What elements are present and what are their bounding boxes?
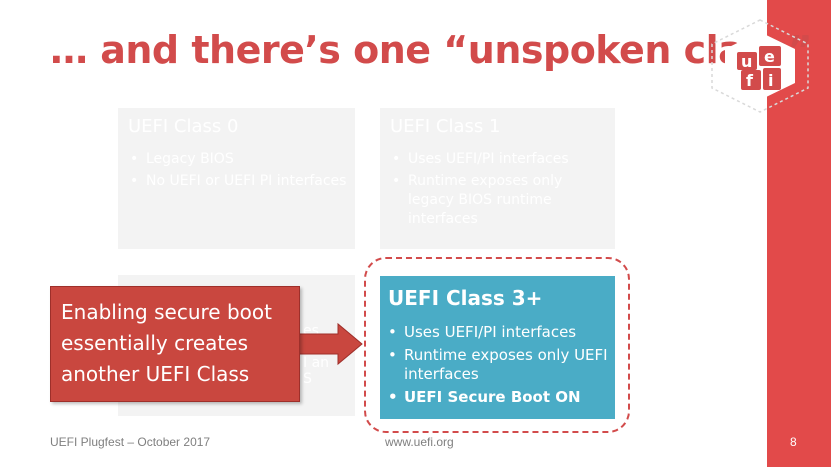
footer-event: UEFI Plugfest – October 2017: [50, 435, 211, 449]
arrow-right-icon: [298, 322, 363, 366]
class0-box: UEFI Class 0 •Legacy BIOS •No UEFI or UE…: [118, 108, 355, 249]
class1-box: UEFI Class 1 •Uses UEFI/PI interfaces •R…: [380, 108, 615, 249]
class3-box: UEFI Class 3+ •Uses UEFI/PI interfaces •…: [380, 276, 615, 419]
list-item: •Runtime exposes only UEFI interfaces: [388, 346, 608, 383]
list-item: •Uses UEFI/PI interfaces: [392, 151, 569, 167]
uefi-logo: u e f i: [711, 19, 809, 113]
list-item: •Uses UEFI/PI interfaces: [388, 323, 577, 341]
page-number: 8: [790, 435, 797, 449]
callout-text: Enabling secure boot essentially creates…: [61, 300, 272, 386]
class1-list: •Uses UEFI/PI interfaces •Runtime expose…: [390, 150, 607, 232]
list-item: •No UEFI or UEFI PI interfaces: [130, 173, 347, 189]
bullet-icon: •: [130, 151, 139, 167]
class0-list: •Legacy BIOS •No UEFI or UEFI PI interfa…: [128, 150, 347, 194]
logo-letter-f: f: [746, 71, 754, 90]
highlight-frame: [364, 257, 630, 433]
class1-title: UEFI Class 1: [390, 116, 501, 137]
bullet-icon: •: [392, 173, 401, 189]
class2-fragment: S: [303, 371, 312, 387]
callout-box: Enabling secure boot essentially creates…: [50, 286, 300, 402]
logo-letter-e: e: [764, 47, 775, 66]
class3-title: UEFI Class 3+: [388, 286, 543, 310]
bullet-icon: •: [388, 323, 397, 341]
list-item: •Runtime exposes only legacy BIOS runtim…: [392, 173, 563, 227]
class3-list: •Uses UEFI/PI interfaces •Runtime expose…: [388, 323, 609, 411]
bullet-icon: •: [392, 151, 401, 167]
bullet-icon: •: [388, 388, 398, 406]
logo-letter-i: i: [768, 71, 773, 90]
logo-letter-u: u: [741, 52, 752, 71]
slide-title: … and there’s one “unspoken class”: [50, 28, 813, 72]
list-item: •UEFI Secure Boot ON: [388, 388, 581, 406]
list-item: •Legacy BIOS: [130, 151, 234, 167]
bullet-icon: •: [130, 173, 139, 189]
class2-fragment: I an: [303, 355, 330, 371]
footer-url: www.uefi.org: [385, 435, 454, 449]
bullet-icon: •: [388, 346, 397, 364]
class0-title: UEFI Class 0: [128, 116, 239, 137]
